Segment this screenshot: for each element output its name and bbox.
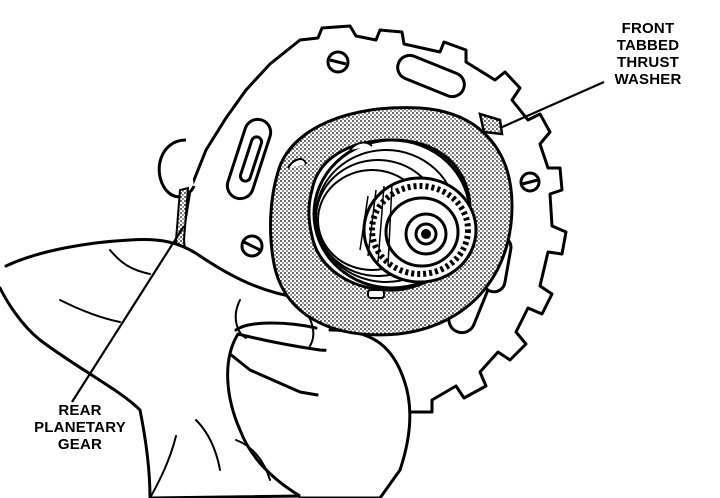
leader-lines — [71, 80, 605, 403]
label-line: THRUST — [616, 54, 680, 71]
label-line: WASHER — [614, 71, 682, 88]
rear-gear-leader — [71, 225, 185, 403]
label-line: FRONT — [621, 20, 675, 37]
label-line: REAR — [58, 402, 102, 419]
carrier-details — [287, 141, 385, 299]
front-washer-leader — [499, 80, 605, 130]
rear-planetary-gear-label: REAR PLANETARY GEAR — [20, 402, 140, 453]
front-tabbed-thrust-washer-label: FRONT TABBED THRUST WASHER — [598, 20, 698, 88]
label-line: PLANETARY — [34, 419, 126, 436]
washer-tab — [478, 112, 504, 136]
hand — [0, 238, 412, 498]
label-line: TABBED — [616, 37, 680, 54]
label-line: GEAR — [57, 436, 103, 453]
housing-screws — [240, 50, 541, 258]
rear-planetary-gear — [312, 138, 478, 290]
